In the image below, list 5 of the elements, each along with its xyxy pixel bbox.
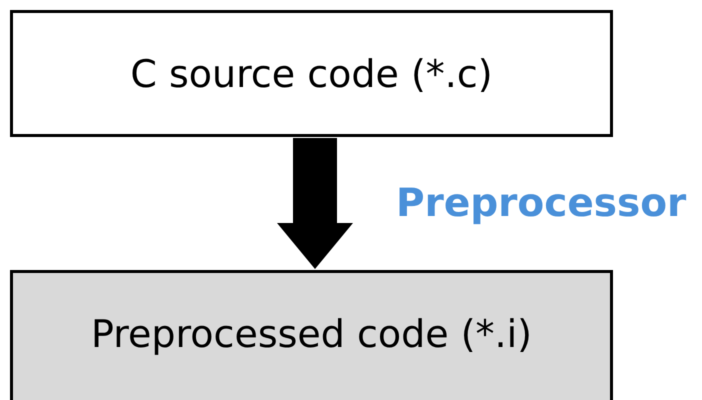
block-arrow	[277, 138, 353, 269]
process-box	[10, 270, 613, 400]
process-box	[10, 10, 613, 137]
box-text: C source code (*.c)	[130, 54, 493, 92]
box-text: Preprocessed code (*.i)	[90, 314, 532, 352]
